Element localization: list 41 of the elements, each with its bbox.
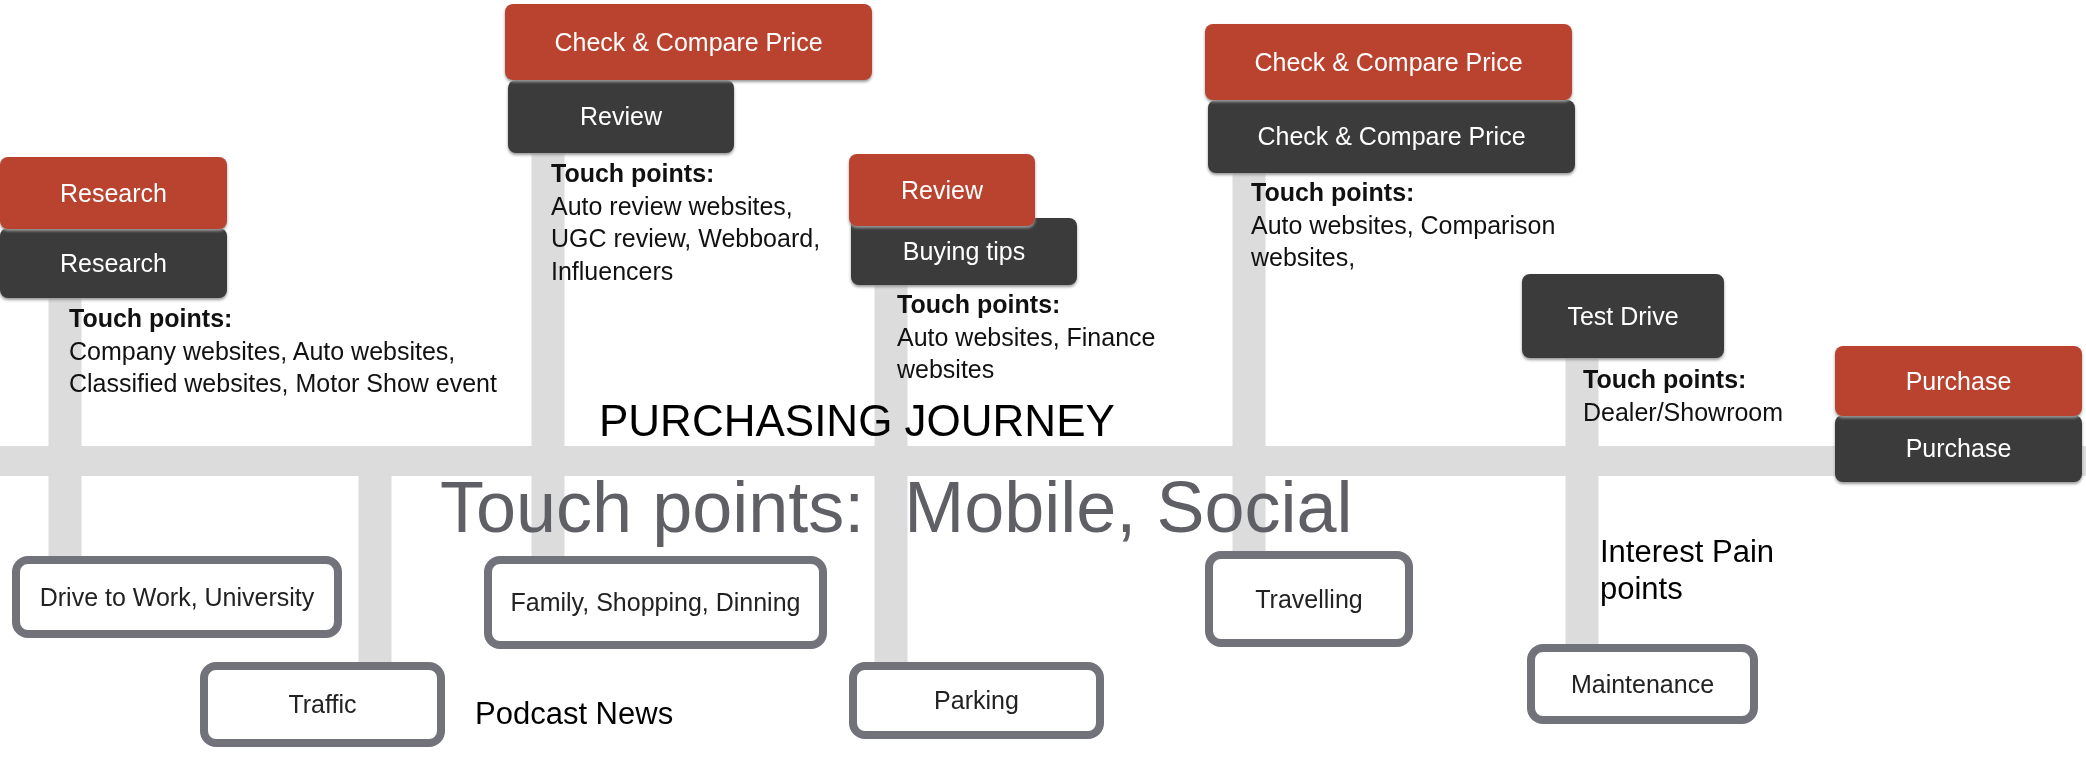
connector-pole	[1565, 476, 1599, 644]
connector-pole	[531, 476, 565, 556]
touch-points-heading: Touch points:	[1251, 177, 1416, 208]
stage-box: Research	[0, 228, 227, 298]
subtitle-text: Touch points: Mobile, Social	[440, 466, 1353, 548]
connector-pole	[874, 476, 908, 662]
connector-pole	[531, 153, 565, 446]
touch-points-heading: Touch points:	[69, 303, 234, 334]
touch-points-text: Company websites, Auto websites, Classified websites, Motor Show event	[69, 335, 498, 399]
connector-pole	[1232, 173, 1266, 446]
touch-points-heading: Touch points:	[1583, 364, 1748, 395]
stage-box: Purchase	[1835, 415, 2082, 482]
touch-points-heading: Touch points:	[551, 158, 716, 189]
stage-box: Buying tips	[851, 218, 1077, 285]
activity-box: Parking	[849, 662, 1104, 739]
stage-box: Purchase	[1835, 346, 2082, 416]
note-text: Interest Pain points	[1600, 533, 1776, 608]
stage-box: Test Drive	[1522, 274, 1724, 358]
note-text: Podcast News	[475, 695, 675, 733]
activity-box: Traffic	[200, 662, 445, 747]
activity-box: Family, Shopping, Dinning	[484, 556, 827, 649]
activity-box: Maintenance	[1527, 644, 1758, 724]
stage-box: Research	[0, 157, 227, 229]
touch-points-text: Auto websites, Finance websites	[897, 321, 1157, 385]
connector-pole	[358, 476, 392, 662]
title-text: PURCHASING JOURNEY	[599, 396, 1115, 446]
activity-box: Drive to Work, University	[12, 556, 342, 638]
connector-pole	[1565, 358, 1599, 446]
connector-pole	[48, 298, 82, 446]
connector-pole	[48, 476, 82, 556]
stage-box: Check & Compare Price	[1205, 24, 1572, 100]
touch-points-heading: Touch points:	[897, 289, 1062, 320]
stage-box: Review	[508, 80, 734, 153]
stage-box: Check & Compare Price	[1208, 100, 1575, 173]
stage-box: Review	[849, 154, 1035, 226]
touch-points-text: Auto websites, Comparison websites,	[1251, 209, 1557, 273]
touch-points-text: Auto review websites, UGC review, Webboard, Influencers	[551, 190, 822, 287]
activity-box: Travelling	[1205, 551, 1413, 647]
connector-pole	[1232, 476, 1266, 551]
stage-box: Check & Compare Price	[505, 4, 872, 80]
touch-points-text: Dealer/Showroom	[1583, 396, 1785, 428]
